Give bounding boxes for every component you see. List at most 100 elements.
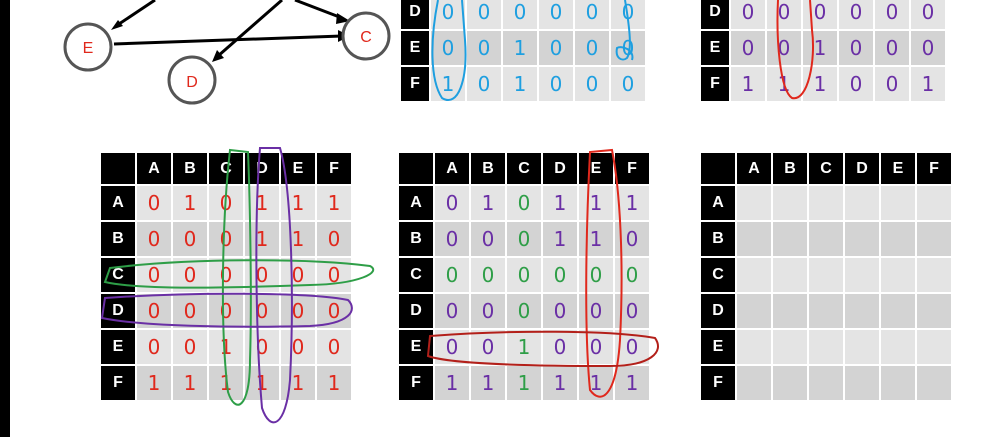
edge-to-c (294, 0, 343, 20)
matrix-cell: 0 (280, 329, 316, 365)
matrix-cell: 0 (506, 257, 542, 293)
matrix-cell: 1 (910, 66, 946, 102)
matrix-cell: 1 (316, 365, 352, 401)
matrix-cell: 0 (244, 329, 280, 365)
matrix-cell: 0 (172, 329, 208, 365)
row-header: E (398, 329, 434, 365)
column-header: D (542, 152, 578, 185)
row-header: A (700, 185, 736, 221)
matrix-cell: 0 (208, 185, 244, 221)
matrix-cell: 1 (802, 66, 838, 102)
row-header: C (100, 257, 136, 293)
matrix-cell (844, 365, 880, 401)
matrix-cell (772, 293, 808, 329)
matrix-cell (808, 365, 844, 401)
matrix-cell (844, 221, 880, 257)
matrix-cell (880, 221, 916, 257)
matrix-cell: 0 (434, 185, 470, 221)
matrix-cell (880, 293, 916, 329)
svg-text:E: E (83, 40, 94, 57)
matrix-cell: 0 (614, 257, 650, 293)
matrix-cell (844, 329, 880, 365)
matrix-cell: 0 (874, 66, 910, 102)
svg-text:C: C (360, 29, 372, 46)
matrix-cell (844, 293, 880, 329)
matrix-cell: 0 (578, 293, 614, 329)
matrix-cell: 1 (470, 365, 506, 401)
matrix-cell: 0 (874, 30, 910, 66)
matrix-cell: 1 (244, 221, 280, 257)
matrix-cell: 1 (470, 185, 506, 221)
matrix-cell: 1 (506, 365, 542, 401)
matrix-cell: 1 (172, 365, 208, 401)
matrix-cell (772, 365, 808, 401)
row-header: B (398, 221, 434, 257)
row-header: F (700, 66, 730, 102)
matrix-cell: 1 (280, 365, 316, 401)
matrix-cell (808, 293, 844, 329)
matrix-cell (736, 185, 772, 221)
column-header: D (844, 152, 880, 185)
row-header: B (700, 221, 736, 257)
matrix-cell: 1 (614, 365, 650, 401)
matrix-cell (808, 221, 844, 257)
svg-text:D: D (186, 74, 198, 91)
matrix-cell: 0 (470, 293, 506, 329)
matrix-cell: 0 (614, 221, 650, 257)
matrix-cell: 0 (316, 221, 352, 257)
edge-e-to-c (113, 34, 343, 46)
matrix-cell: 0 (244, 293, 280, 329)
column-header: B (470, 152, 506, 185)
matrix-cell: 0 (578, 329, 614, 365)
row-header: C (398, 257, 434, 293)
matrix-cell: 0 (466, 30, 502, 66)
matrix-cell: 0 (610, 0, 646, 30)
matrix-cell (808, 329, 844, 365)
matrix-cell: 0 (578, 257, 614, 293)
matrix-cell: 1 (730, 66, 766, 102)
matrix-cell: 1 (506, 329, 542, 365)
matrix-cell (736, 221, 772, 257)
matrix-cell: 0 (434, 221, 470, 257)
matrix-cell: 0 (430, 0, 466, 30)
row-header: D (100, 293, 136, 329)
matrix-cell: 1 (578, 221, 614, 257)
row-header: A (398, 185, 434, 221)
row-header: E (700, 30, 730, 66)
matrix-cell (736, 365, 772, 401)
matrix-cell: 0 (838, 30, 874, 66)
column-header: B (172, 152, 208, 185)
matrix-cell (916, 365, 952, 401)
matrix-cell: 1 (280, 185, 316, 221)
graph-node: D (167, 55, 217, 105)
matrix-cell: 0 (838, 0, 874, 30)
column-header: F (316, 152, 352, 185)
matrix-cell: 0 (470, 221, 506, 257)
row-header: F (398, 365, 434, 401)
matrix-cell (880, 185, 916, 221)
matrix-cell: 0 (316, 329, 352, 365)
matrix-cell: 0 (434, 293, 470, 329)
matrix-cell (916, 293, 952, 329)
edge-arrowhead (111, 20, 123, 30)
matrix-cell: 0 (470, 329, 506, 365)
matrix-cell: 0 (280, 257, 316, 293)
matrix-cell: 0 (802, 0, 838, 30)
row-header: D (400, 0, 430, 30)
matrix-cell: 1 (802, 30, 838, 66)
graph-diagram: E C D (63, 0, 391, 105)
matrix-cell (916, 329, 952, 365)
graph-node: C (341, 11, 391, 61)
matrix-cell: 0 (172, 221, 208, 257)
column-header: E (880, 152, 916, 185)
matrix-cell: 1 (244, 365, 280, 401)
matrix-cell: 0 (136, 329, 172, 365)
matrix-cell: 0 (430, 30, 466, 66)
matrix-cell: 1 (136, 365, 172, 401)
matrix-corner (700, 152, 736, 185)
matrix-cell: 0 (208, 221, 244, 257)
matrix-cell (880, 365, 916, 401)
matrix-cell: 1 (542, 185, 578, 221)
matrix-cell (736, 329, 772, 365)
